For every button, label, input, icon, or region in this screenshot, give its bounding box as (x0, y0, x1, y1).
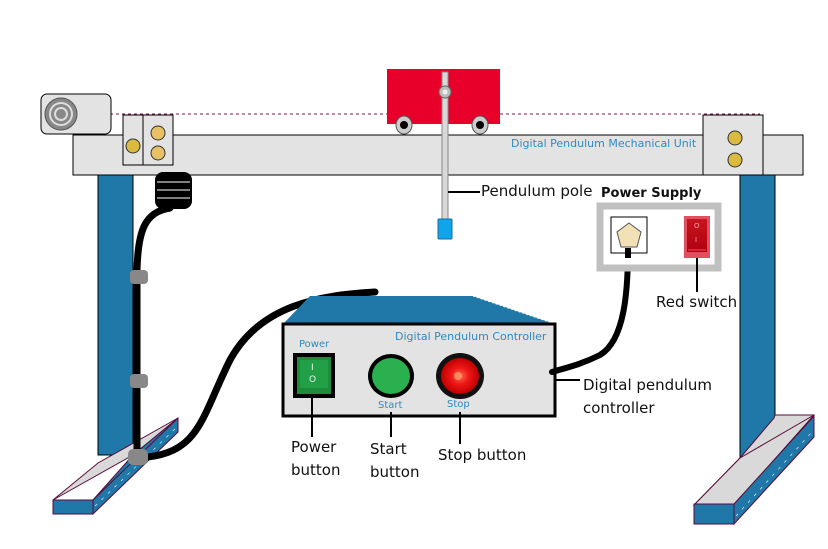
controller-box (281, 295, 557, 418)
red-switch-off-symbol: O (694, 222, 700, 230)
power-supply-label: Power Supply (601, 186, 702, 201)
pendulum-pole (437, 71, 453, 240)
rail-beam (72, 134, 804, 176)
right-leg (692, 174, 816, 526)
red-switch-callout: Red switch (656, 293, 738, 311)
right-bracket (702, 114, 764, 176)
red-switch[interactable] (684, 216, 710, 258)
cable-clip (130, 270, 148, 284)
controller-callout-line1: Digital pendulum (583, 376, 712, 394)
red-switch-on-symbol: I (695, 236, 698, 244)
stop-button-label: Stop (447, 399, 470, 410)
controller-panel-label: Digital Pendulum Controller (395, 330, 547, 343)
power-socket (616, 222, 642, 248)
power-switch[interactable] (293, 353, 335, 398)
left-leg (52, 174, 179, 516)
pendulum-pole-callout: Pendulum pole (481, 182, 593, 200)
mechanical-unit-label: Digital Pendulum Mechanical Unit (511, 137, 697, 150)
power-button-callout-line1: Power (291, 438, 337, 456)
left-bracket (122, 114, 174, 166)
power-switch-off-symbol: O (309, 375, 317, 385)
controller-cable (133, 204, 379, 462)
start-button-label: Start (378, 400, 403, 411)
stop-button-callout: Stop button (438, 446, 527, 464)
cable-clip (128, 449, 148, 465)
motor (40, 93, 112, 135)
power-switch-label: Power (299, 339, 330, 350)
controller-callout-line2: controller (583, 399, 655, 417)
start-button-callout-line1: Start (370, 440, 407, 458)
power-switch-on-symbol: I (311, 363, 314, 373)
start-button[interactable] (368, 354, 414, 398)
power-supply-cable (549, 245, 631, 375)
start-button-callout-line2: button (370, 463, 420, 481)
encoder-plug (155, 172, 192, 209)
stop-button[interactable] (436, 353, 484, 399)
power-button-callout-line2: button (291, 461, 341, 479)
cable-clip (130, 374, 148, 388)
pendulum-bob (437, 218, 453, 240)
power-supply-box (596, 202, 722, 272)
